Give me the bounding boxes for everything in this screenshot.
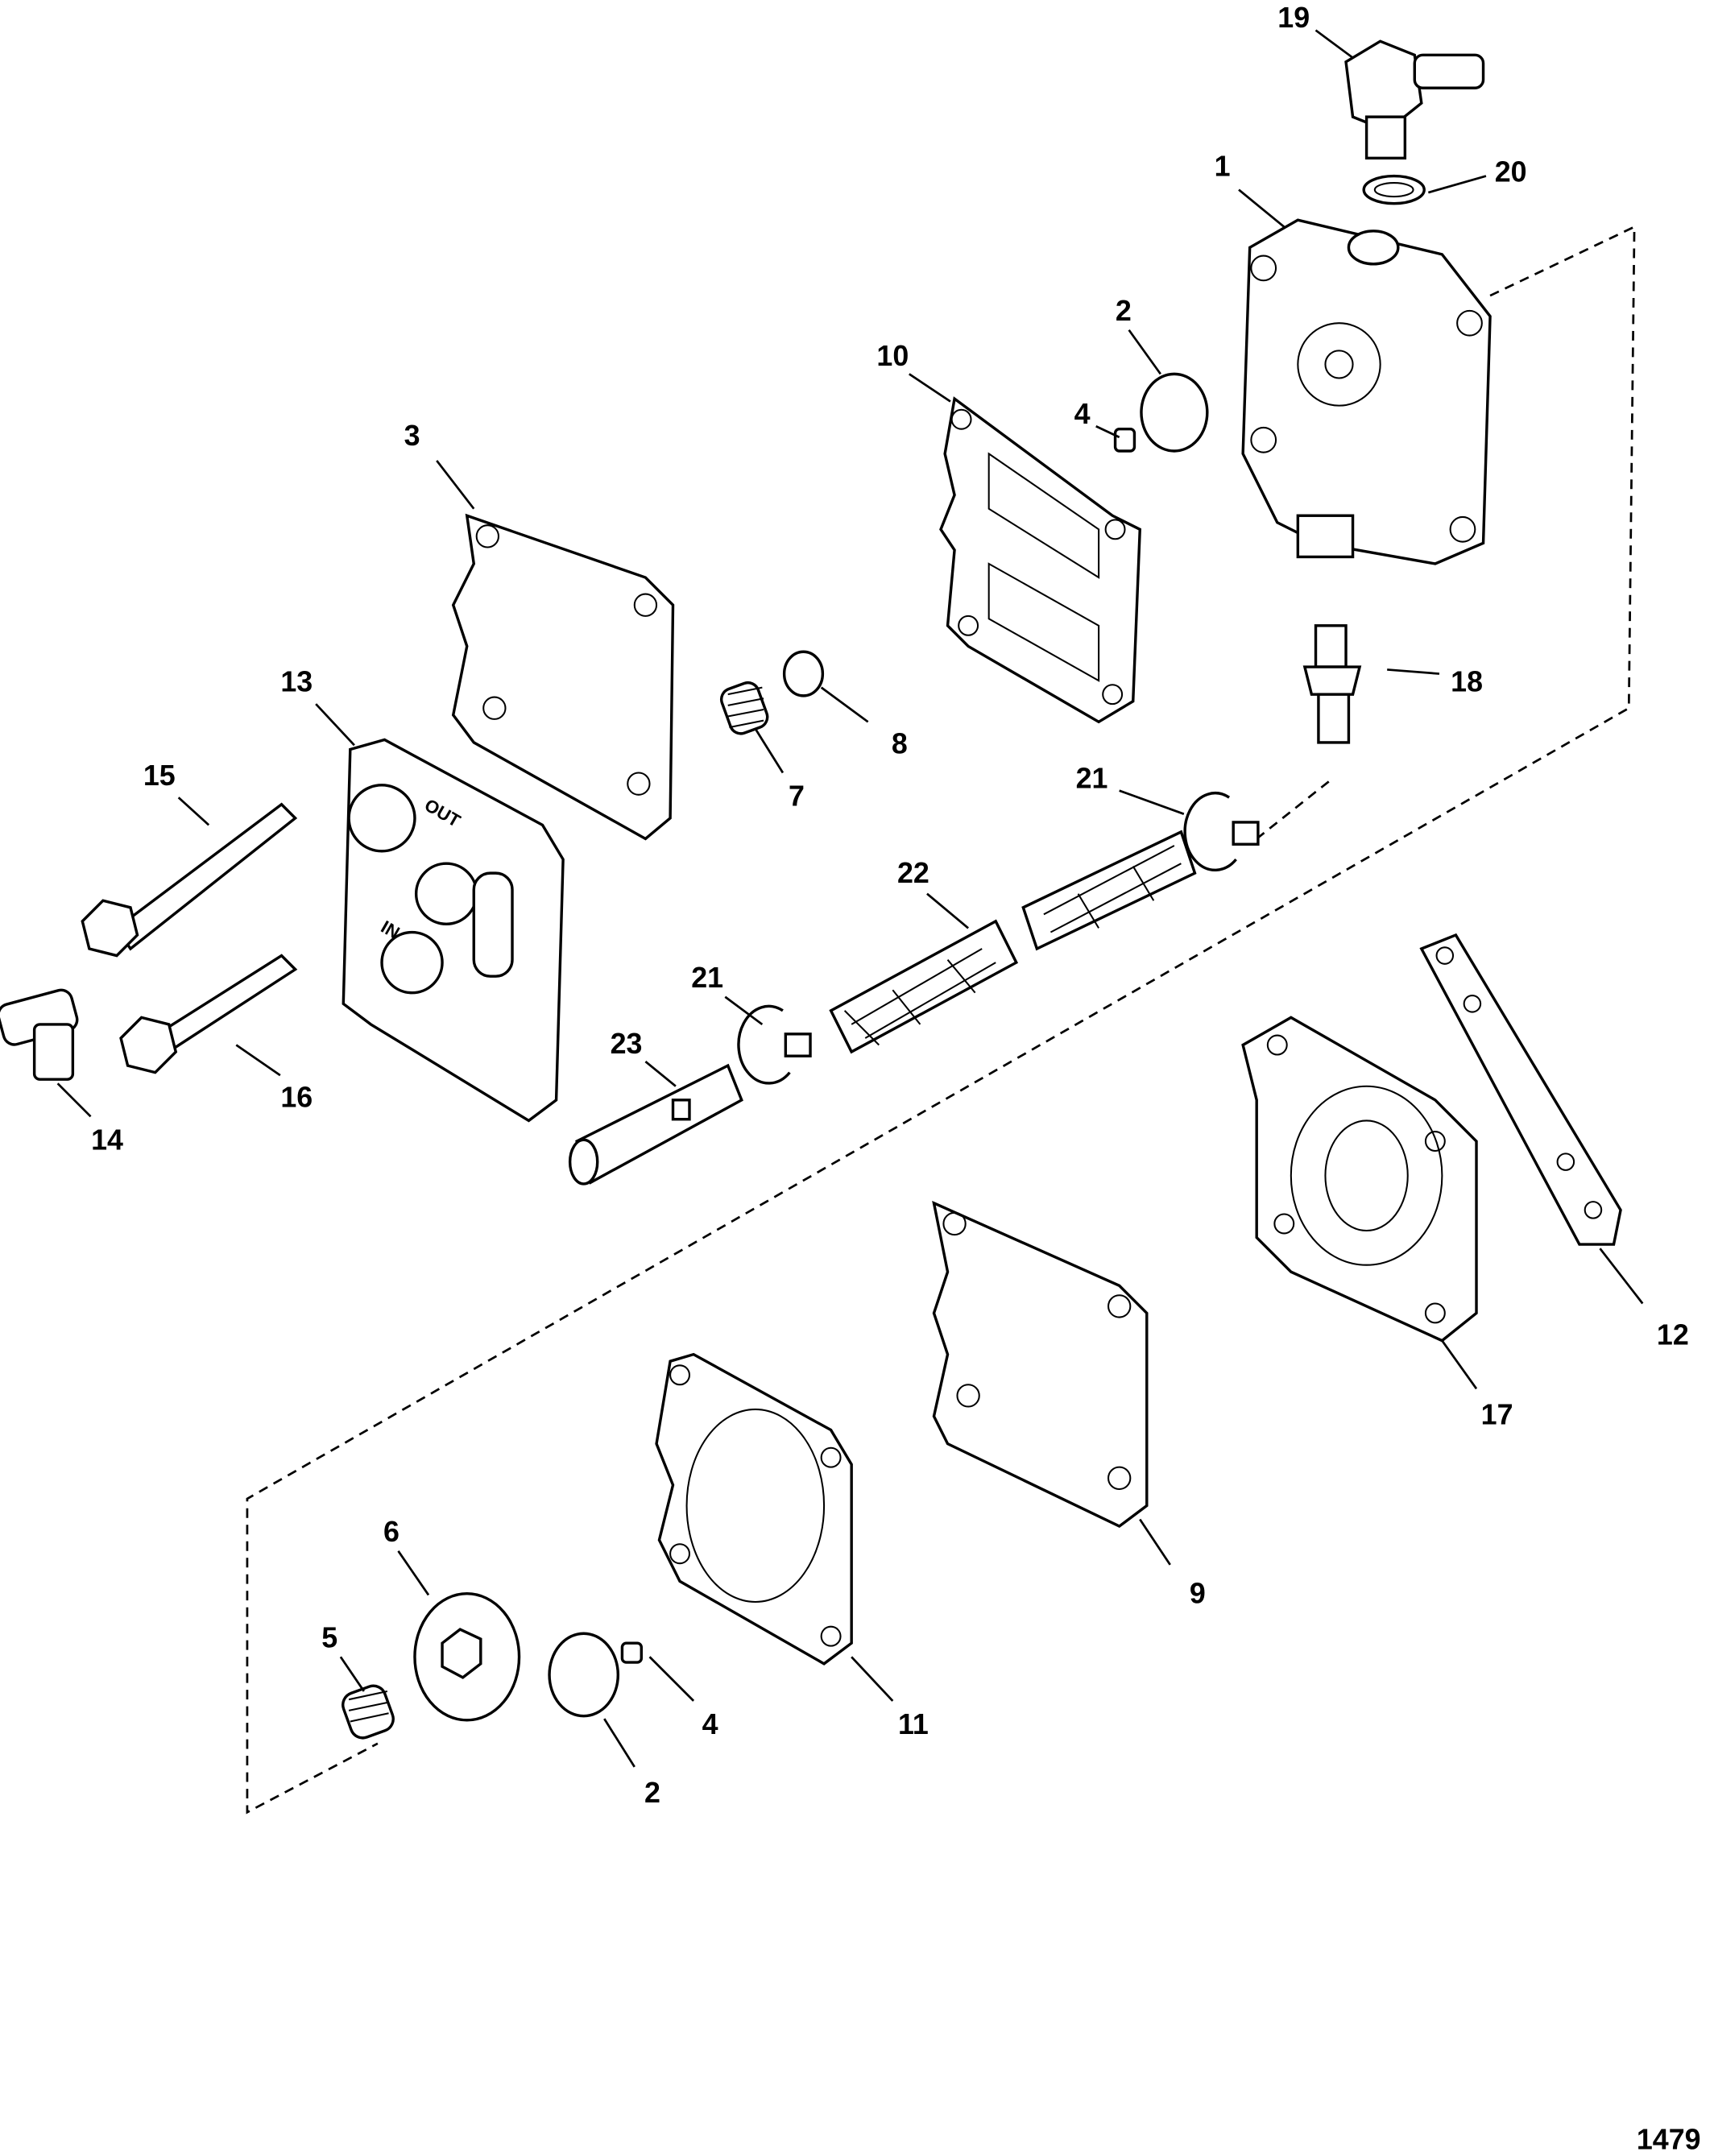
callout-13: 13	[280, 666, 313, 698]
callout-14: 14	[91, 1124, 123, 1156]
part-11-gasket	[655, 1352, 853, 1666]
part-23-check-valve	[568, 1063, 743, 1186]
part-15-bolt	[81, 802, 298, 958]
callout-4-lower: 4	[702, 1708, 718, 1740]
part-4-screw-lower	[620, 1641, 643, 1664]
callout-labels: 19 20 1 2 4 10 3 13 15 8 7 18 21 22 21 2…	[91, 2, 1700, 2155]
part-8-retainer	[782, 650, 825, 697]
callout-leaders	[56, 29, 1644, 1768]
callout-10: 10	[876, 340, 909, 372]
assembly-dashed-lines	[246, 225, 1636, 1815]
part-5-spring	[342, 1684, 395, 1740]
callout-22: 22	[897, 857, 929, 889]
callout-6: 6	[383, 1516, 400, 1548]
part-10-gasket	[939, 396, 1142, 724]
part-19-elbow-fitting	[1344, 39, 1485, 160]
callout-17: 17	[1481, 1399, 1513, 1431]
part-9-diaphragm	[932, 1200, 1149, 1529]
part-22-screen	[829, 830, 1197, 1054]
part-14-elbow	[0, 988, 79, 1081]
callout-2: 2	[1116, 295, 1132, 327]
callout-3: 3	[404, 420, 420, 452]
callout-4: 4	[1074, 398, 1091, 430]
callout-18: 18	[1451, 666, 1483, 698]
part-1-pump-body	[1241, 218, 1492, 565]
part-4-screw	[1113, 427, 1136, 453]
callout-12: 12	[1657, 1319, 1689, 1351]
callout-16: 16	[280, 1081, 313, 1113]
part-12-gasket-strip	[1419, 933, 1622, 1246]
part-6-diaphragm-plate	[413, 1592, 521, 1722]
part-7-spring	[719, 681, 769, 735]
figure-number: 1479	[1637, 2123, 1701, 2155]
part-21-clip-upper	[1183, 792, 1260, 871]
part-20-o-ring	[1362, 174, 1426, 205]
callout-9: 9	[1190, 1578, 1206, 1610]
part-16-bolt	[119, 954, 298, 1074]
callout-19: 19	[1277, 2, 1310, 34]
callout-8: 8	[892, 728, 908, 760]
callout-15: 15	[143, 759, 176, 792]
callout-20: 20	[1495, 155, 1527, 188]
callout-23: 23	[611, 1028, 643, 1060]
part-2-disk	[1140, 372, 1209, 453]
callout-7: 7	[789, 780, 805, 812]
part-3-diaphragm	[451, 513, 675, 841]
part-13-cover: OUT IN	[342, 738, 565, 1123]
callout-1: 1	[1215, 151, 1231, 183]
callout-21-upper: 21	[1076, 762, 1108, 794]
part-21-clip-lower	[737, 1004, 812, 1085]
part-17-pump-base	[1241, 1016, 1478, 1343]
part-18-hose-barb	[1302, 624, 1362, 744]
part-2-disk-lower	[548, 1632, 620, 1718]
callout-11: 11	[898, 1708, 929, 1740]
callout-2-lower: 2	[644, 1777, 660, 1809]
callout-21-lower: 21	[691, 962, 723, 994]
callout-5: 5	[321, 1621, 337, 1653]
